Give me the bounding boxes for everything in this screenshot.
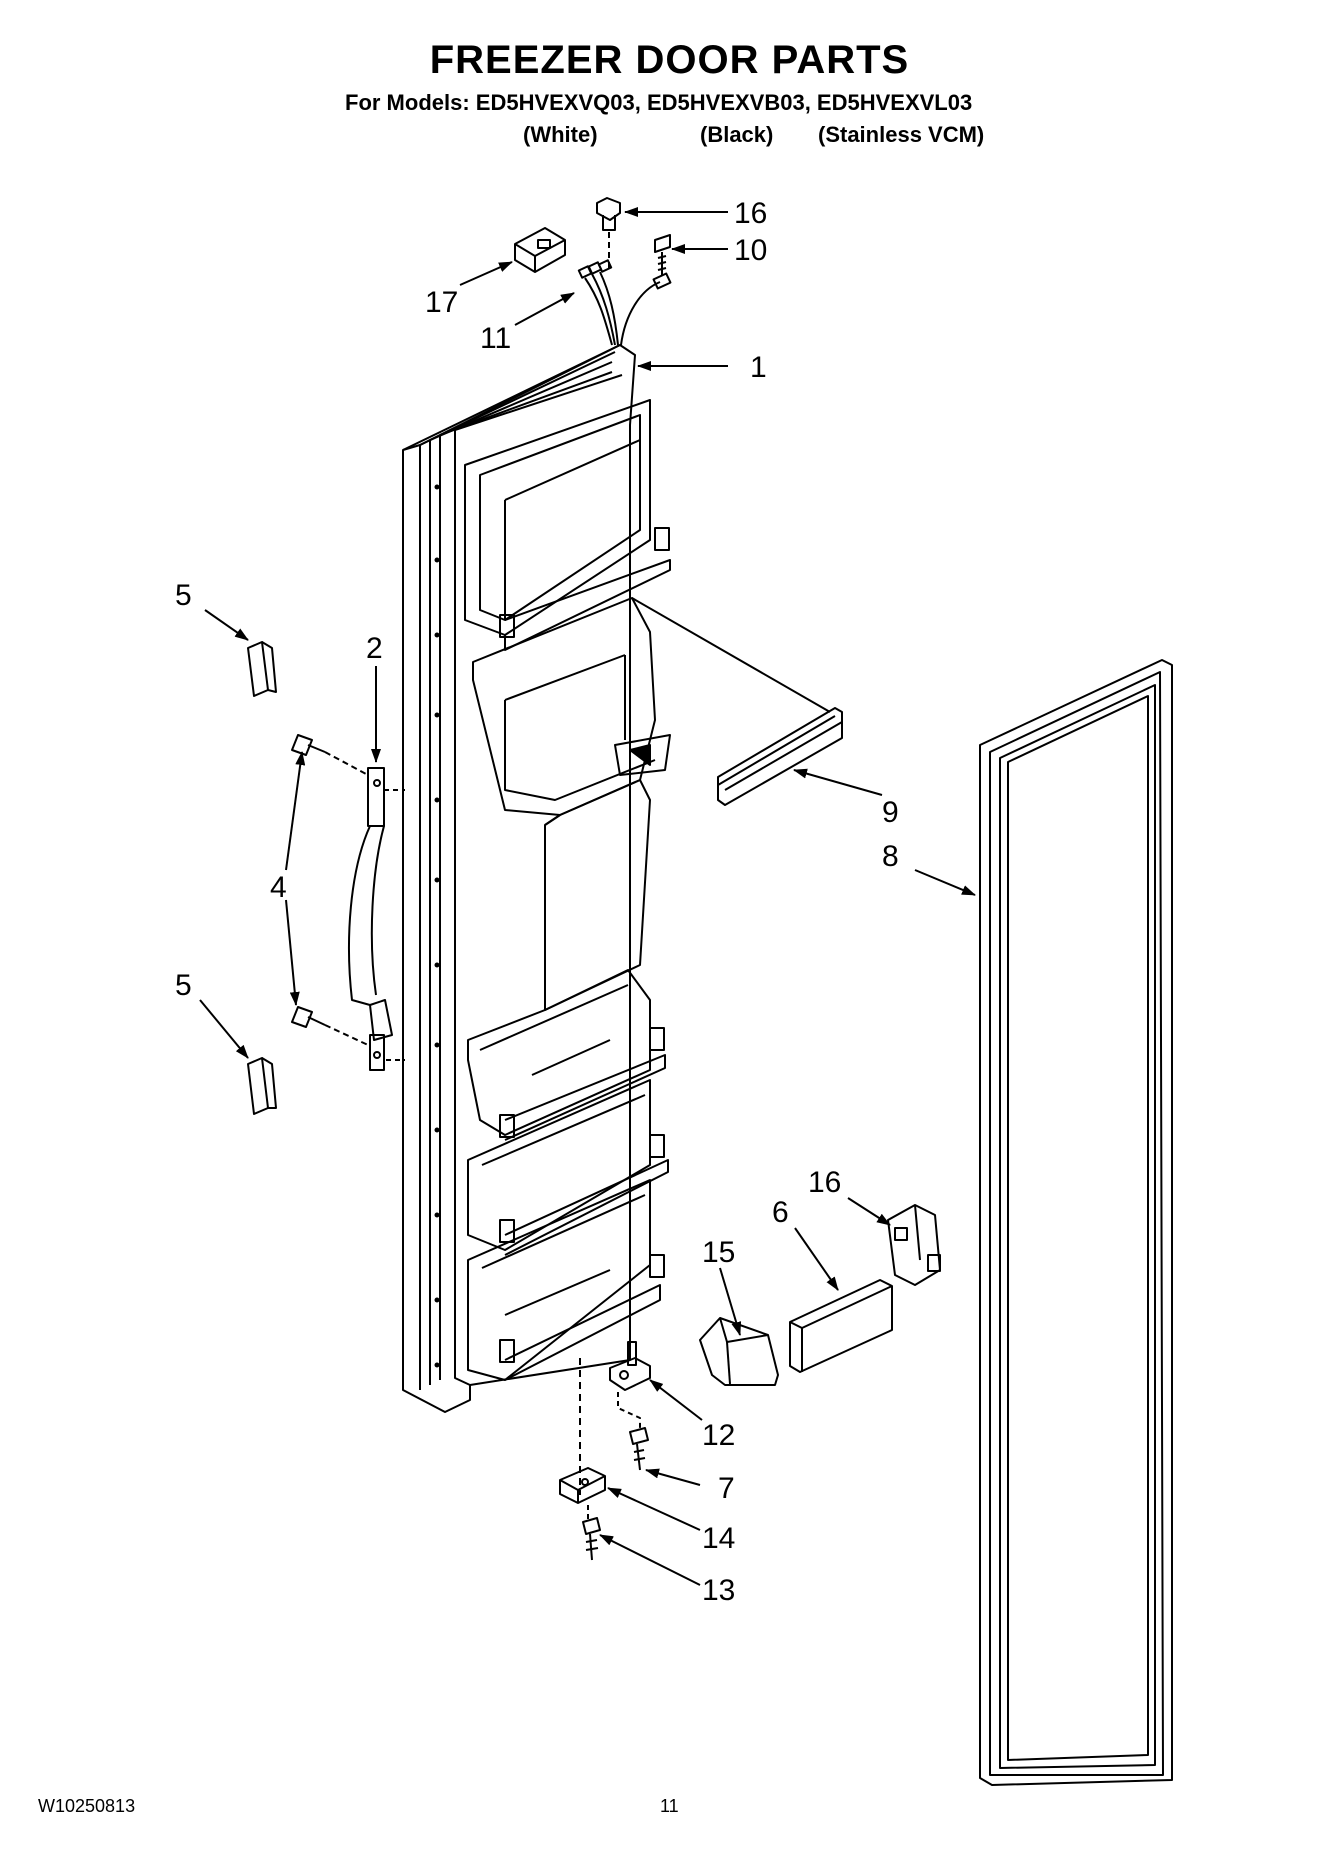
callout-5-top: 5 <box>175 579 192 612</box>
callout-9: 9 <box>882 796 899 829</box>
callout-16-bottom: 16 <box>808 1166 841 1199</box>
lower-latch <box>887 1204 941 1286</box>
callout-5-bottom: 5 <box>175 969 192 1002</box>
handle-caps <box>247 641 277 1115</box>
bracket-screw <box>582 1517 601 1561</box>
document-number: W10250813 <box>38 1796 136 1816</box>
callout-17: 17 <box>425 286 458 319</box>
callout-11: 11 <box>480 322 511 355</box>
models-line: For Models: ED5HVEXVQ03, ED5HVEXVB03, ED… <box>345 90 973 115</box>
callout-15: 15 <box>702 1236 735 1269</box>
callout-13: 13 <box>702 1574 735 1607</box>
callout-12: 12 <box>702 1419 735 1452</box>
variant-stainless: (Stainless VCM) <box>818 122 985 147</box>
callout-7: 7 <box>718 1472 735 1505</box>
variant-black: (Black) <box>700 122 774 147</box>
callout-10: 10 <box>734 234 767 267</box>
hinge-pin <box>579 1341 651 1495</box>
dispenser-pad <box>699 1317 779 1386</box>
variant-white: (White) <box>523 122 598 147</box>
callout-14: 14 <box>702 1522 735 1555</box>
callout-numbers: 16 10 17 11 1 5 2 9 8 4 5 16 6 15 12 7 1… <box>175 197 899 1607</box>
top-screw <box>654 234 671 275</box>
leader-lines <box>199 207 976 1586</box>
door-gasket <box>979 659 1173 1786</box>
wire-harness <box>577 259 672 346</box>
top-plug <box>596 197 621 268</box>
connector-part <box>514 227 566 273</box>
callout-8: 8 <box>882 840 899 873</box>
page-number: 11 <box>660 1796 679 1816</box>
door-handle <box>348 767 405 1071</box>
page-title: FREEZER DOOR PARTS <box>429 38 910 82</box>
callout-2: 2 <box>366 632 383 665</box>
callout-4: 4 <box>270 871 287 904</box>
door-panel <box>402 344 671 1413</box>
handle-screws <box>291 734 369 1046</box>
callout-6: 6 <box>772 1196 789 1229</box>
trim-strip <box>631 597 843 806</box>
cover-panel <box>789 1279 893 1373</box>
callout-1: 1 <box>750 351 767 384</box>
hinge-bracket <box>559 1467 606 1520</box>
hinge-screw <box>629 1427 649 1471</box>
callout-16-top: 16 <box>734 197 767 230</box>
